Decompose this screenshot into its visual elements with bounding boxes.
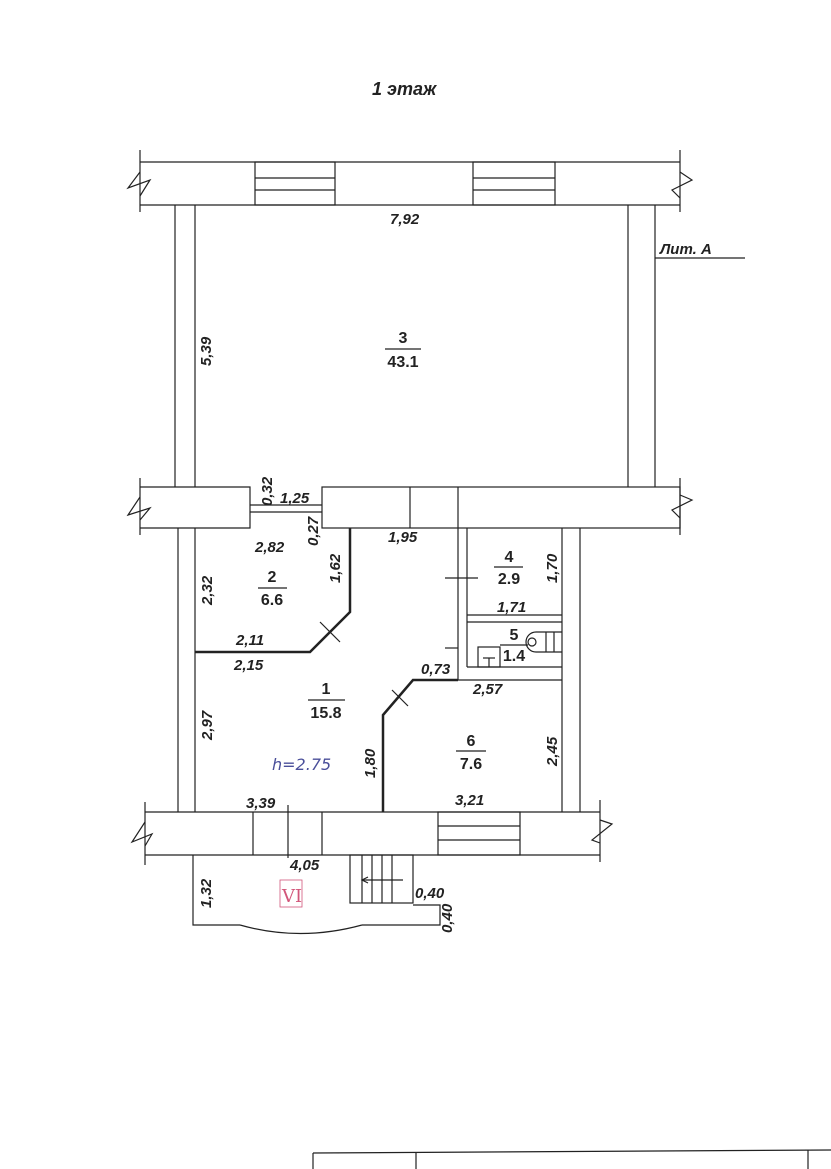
dim-room1-partition: 1,80 xyxy=(362,748,379,778)
dim-room3-height: 5,39 xyxy=(198,336,215,366)
dim-porch-width: 4,05 xyxy=(289,857,320,874)
dim-room6-bottom: 3,21 xyxy=(455,792,484,809)
dim-room4-bottom: 1,71 xyxy=(497,599,526,616)
window-top-right xyxy=(472,161,556,206)
room-number: 4 xyxy=(505,549,514,566)
room-3: 3 43.1 xyxy=(385,330,421,371)
dim-wall-027: 0,27 xyxy=(305,516,322,546)
dim-wall-032: 0,32 xyxy=(259,476,276,506)
dim-corridor: 1,95 xyxy=(388,529,418,546)
entrance-mark-box xyxy=(279,879,303,908)
room-area: 7.6 xyxy=(460,756,482,773)
room-1: 1 15.8 xyxy=(308,681,345,722)
room-number: 2 xyxy=(268,569,277,586)
dim-room1-bottom: 3,39 xyxy=(246,795,276,812)
room-5: 5 1.4 xyxy=(500,627,528,665)
room-area: 6.6 xyxy=(261,592,283,609)
building-label: Лит. А xyxy=(659,241,712,258)
dim-porch-depth: 1,32 xyxy=(198,878,215,908)
stamp-table xyxy=(312,1149,831,1169)
room-area: 43.1 xyxy=(387,354,418,371)
dim-opening: 1,25 xyxy=(280,490,310,507)
window-top-left xyxy=(254,161,336,206)
room-number: 5 xyxy=(510,627,519,644)
dim-step-width: 0,40 xyxy=(415,885,445,902)
dim-room1-left: 2,97 xyxy=(199,710,216,741)
dim-room2-left: 2,32 xyxy=(199,575,216,606)
room-area: 15.8 xyxy=(310,705,341,722)
room-area: 2.9 xyxy=(498,571,520,588)
dim-room4-height: 1,70 xyxy=(544,553,561,583)
room-6: 6 7.6 xyxy=(456,733,486,773)
room-number: 6 xyxy=(467,733,476,750)
entrance-mark: VI xyxy=(281,886,302,907)
dim-room2-bottom: 2,11 xyxy=(235,632,264,649)
porch xyxy=(192,855,441,935)
room-2: 2 6.6 xyxy=(258,569,287,609)
dim-room6-height: 2,45 xyxy=(544,736,561,767)
window-bottom xyxy=(437,811,521,856)
room-4: 4 2.9 xyxy=(494,549,523,588)
room-number: 3 xyxy=(399,330,408,347)
dim-room2-top: 2,82 xyxy=(254,539,285,556)
dim-room3-width: 7,92 xyxy=(390,211,420,228)
dim-room1-top: 2,15 xyxy=(233,657,264,674)
plan-title: 1 этаж xyxy=(372,79,438,99)
dim-room6-top: 2,57 xyxy=(472,681,503,698)
dim-room2-side: 1,62 xyxy=(327,553,344,583)
room-number: 1 xyxy=(322,681,331,698)
room-area: 1.4 xyxy=(503,648,525,665)
walls xyxy=(126,150,745,865)
ceiling-height: h=2.75 xyxy=(272,755,331,774)
dim-073: 0,73 xyxy=(421,661,451,678)
entrance-stairs xyxy=(349,854,414,904)
dim-step-depth: 0,40 xyxy=(439,903,456,933)
